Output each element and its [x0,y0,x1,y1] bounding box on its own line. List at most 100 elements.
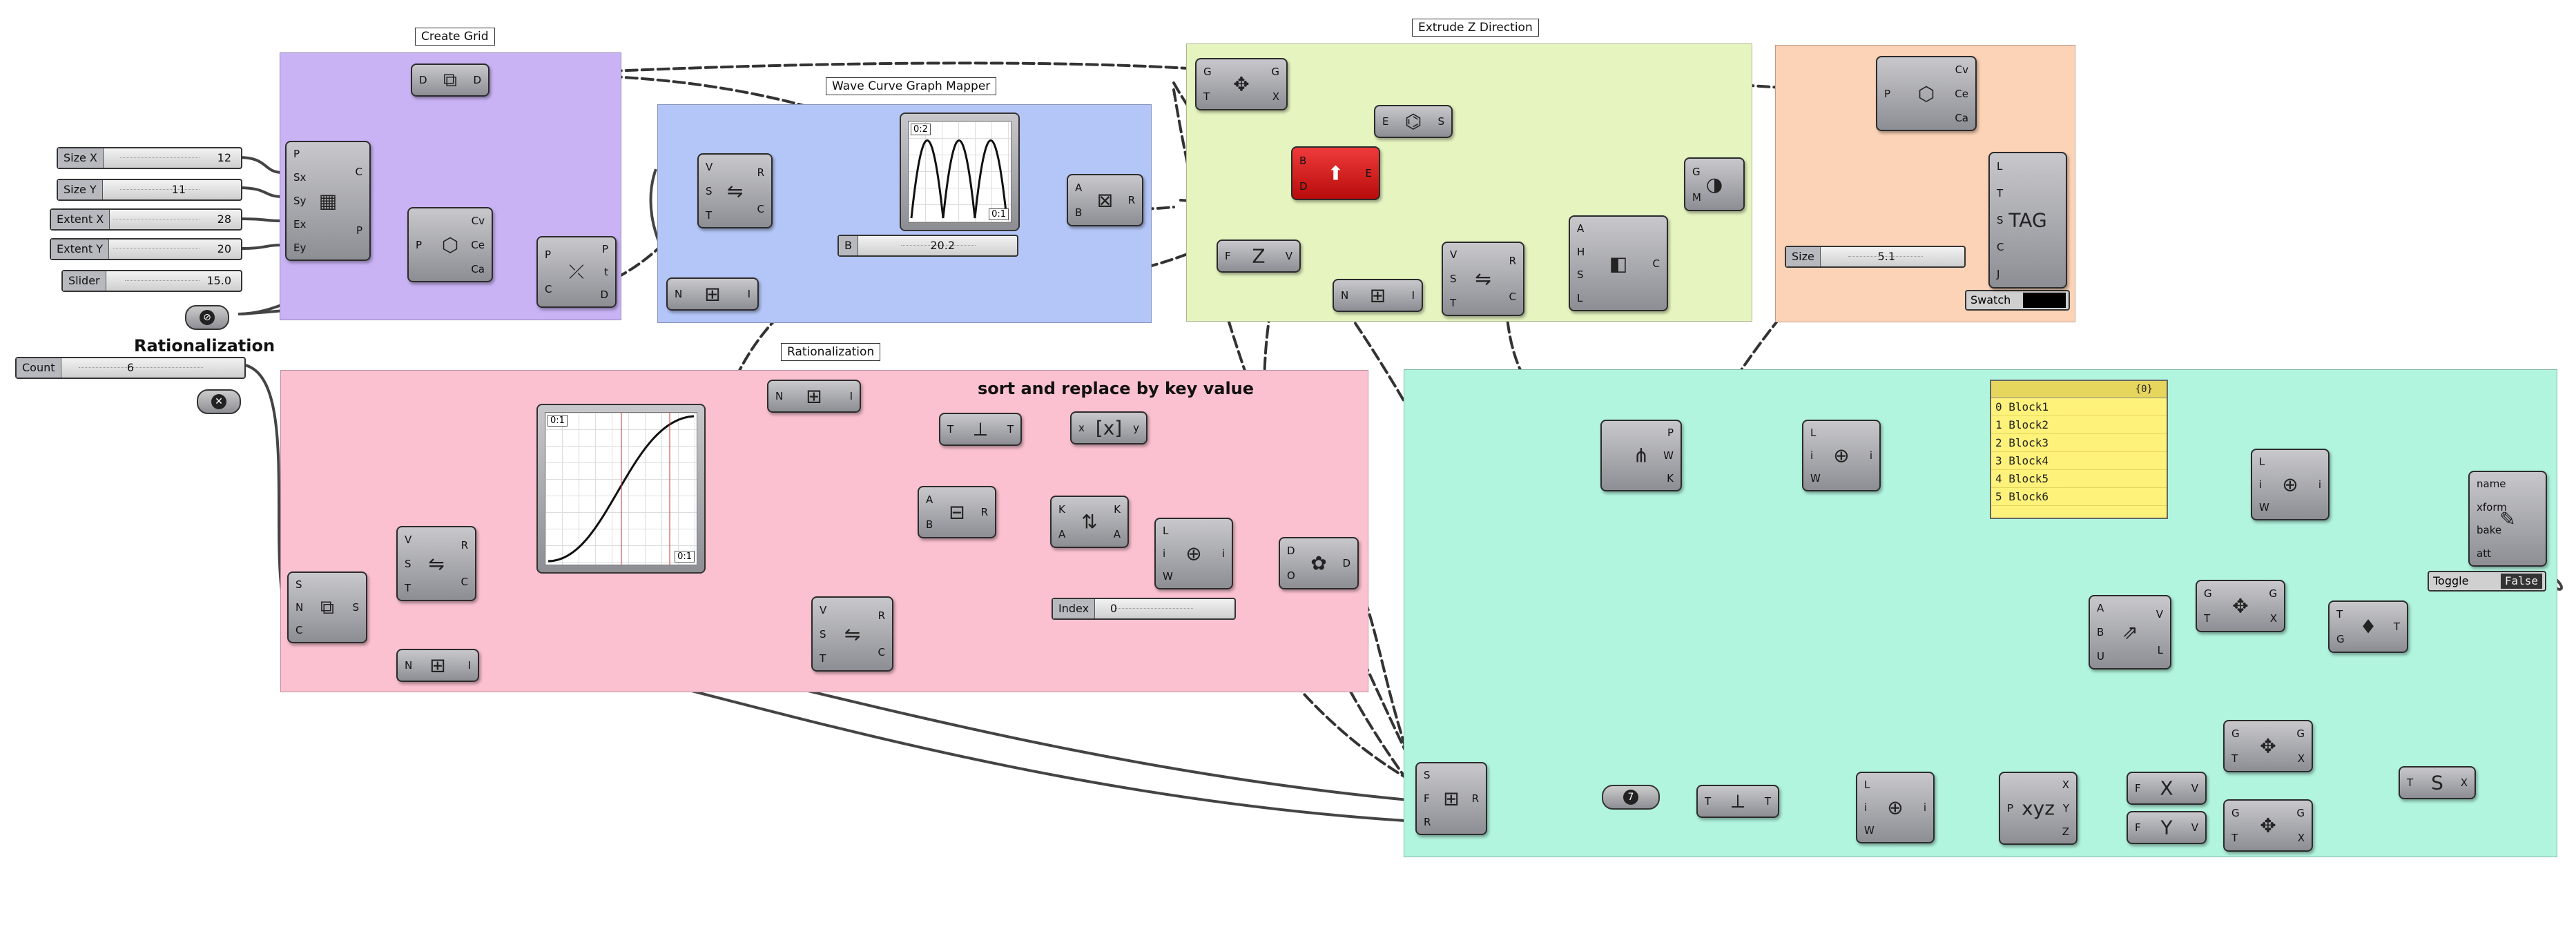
input-pin[interactable]: Sx [293,171,307,184]
output-pin[interactable]: D [1342,557,1350,569]
extent-y-slider[interactable]: Extent Y 20 [50,238,242,260]
input-pin[interactable]: D [419,74,427,86]
output-pin[interactable]: V [2191,821,2198,834]
input-pin[interactable]: V [706,160,713,173]
output-pin[interactable]: T [2393,621,2400,633]
input-pin[interactable]: A [926,494,933,506]
output-pin[interactable]: R [1509,255,1516,267]
input-pin[interactable]: att [2477,547,2491,560]
output-pin[interactable]: C [878,645,885,658]
input-pin[interactable]: T [1450,296,1457,309]
output-pin[interactable]: X [2269,612,2277,625]
input-pin[interactable]: D [1299,179,1308,193]
input-pin[interactable]: W [2259,501,2269,514]
input-pin[interactable]: L [2259,455,2265,468]
output-pin[interactable]: Y [2062,802,2069,814]
output-pin[interactable]: T [1764,795,1771,808]
input-pin[interactable]: T [2231,832,2238,844]
input-pin[interactable]: N [296,601,304,614]
input-pin[interactable]: G [2204,587,2212,600]
input-pin[interactable]: T [1203,90,1210,103]
output-pin[interactable]: G [1271,66,1279,78]
output-pin[interactable]: Ce [1955,87,1968,100]
input-pin[interactable]: L [1864,778,1870,791]
null-param[interactable]: ✕ [197,389,241,414]
input-pin[interactable]: P [293,148,300,160]
input-pin[interactable]: B [1299,154,1307,167]
input-pin[interactable]: G [1692,165,1701,178]
output-pin[interactable]: D [600,289,608,302]
output-pin[interactable]: X [2460,776,2468,789]
output-pin[interactable]: Cv [471,214,485,227]
input-pin[interactable]: L [1810,426,1817,439]
output-pin[interactable]: X [2297,832,2305,844]
output-pin[interactable]: V [1285,250,1292,262]
output-pin[interactable]: Ce [471,238,485,251]
input-pin[interactable]: D [1287,545,1295,557]
input-pin[interactable]: W [1864,824,1875,837]
input-pin[interactable]: L [1163,524,1169,537]
input-pin[interactable]: A [2097,602,2104,615]
input-pin[interactable]: K [1058,503,1065,516]
input-pin[interactable]: T [2204,612,2211,625]
output-pin[interactable]: R [878,609,885,623]
input-pin[interactable]: A [1058,528,1066,540]
input-pin[interactable]: F [2135,821,2141,834]
output-pin[interactable]: Z [2062,825,2069,838]
geometry-param[interactable]: ⊘ [185,305,229,330]
input-pin[interactable]: B [1075,206,1083,219]
input-pin[interactable]: B [2097,626,2104,638]
output-pin[interactable]: E [1365,167,1372,179]
output-pin[interactable]: V [2156,608,2163,621]
output-pin[interactable]: P [601,242,608,255]
toggle[interactable]: Toggle False [2428,571,2546,592]
output-pin[interactable]: t [604,266,608,278]
size-x-slider[interactable]: Size X 12 [57,147,242,169]
input-pin[interactable]: T [1705,795,1712,808]
input-pin[interactable]: Ex [293,218,307,231]
output-pin[interactable]: C [757,202,764,215]
output-pin[interactable]: G [2296,727,2305,740]
b-slider[interactable]: B 20.2 [837,235,1018,257]
output-pin[interactable]: i [1923,801,1926,814]
input-pin[interactable]: O [1287,569,1295,582]
input-pin[interactable]: name [2477,477,2506,490]
input-pin[interactable]: G [1203,66,1212,78]
input-pin[interactable]: x [1078,422,1085,434]
output-pin[interactable]: y [1133,422,1139,434]
input-pin[interactable]: V [405,533,412,546]
output-pin[interactable]: V [2191,782,2198,794]
output-pin[interactable]: X [1272,90,1279,103]
input-pin[interactable]: H [1577,245,1585,258]
input-pin[interactable]: L [1577,292,1583,305]
input-pin[interactable]: C [545,283,552,295]
input-pin[interactable]: S [1450,273,1457,285]
output-pin[interactable]: i [2318,478,2321,491]
